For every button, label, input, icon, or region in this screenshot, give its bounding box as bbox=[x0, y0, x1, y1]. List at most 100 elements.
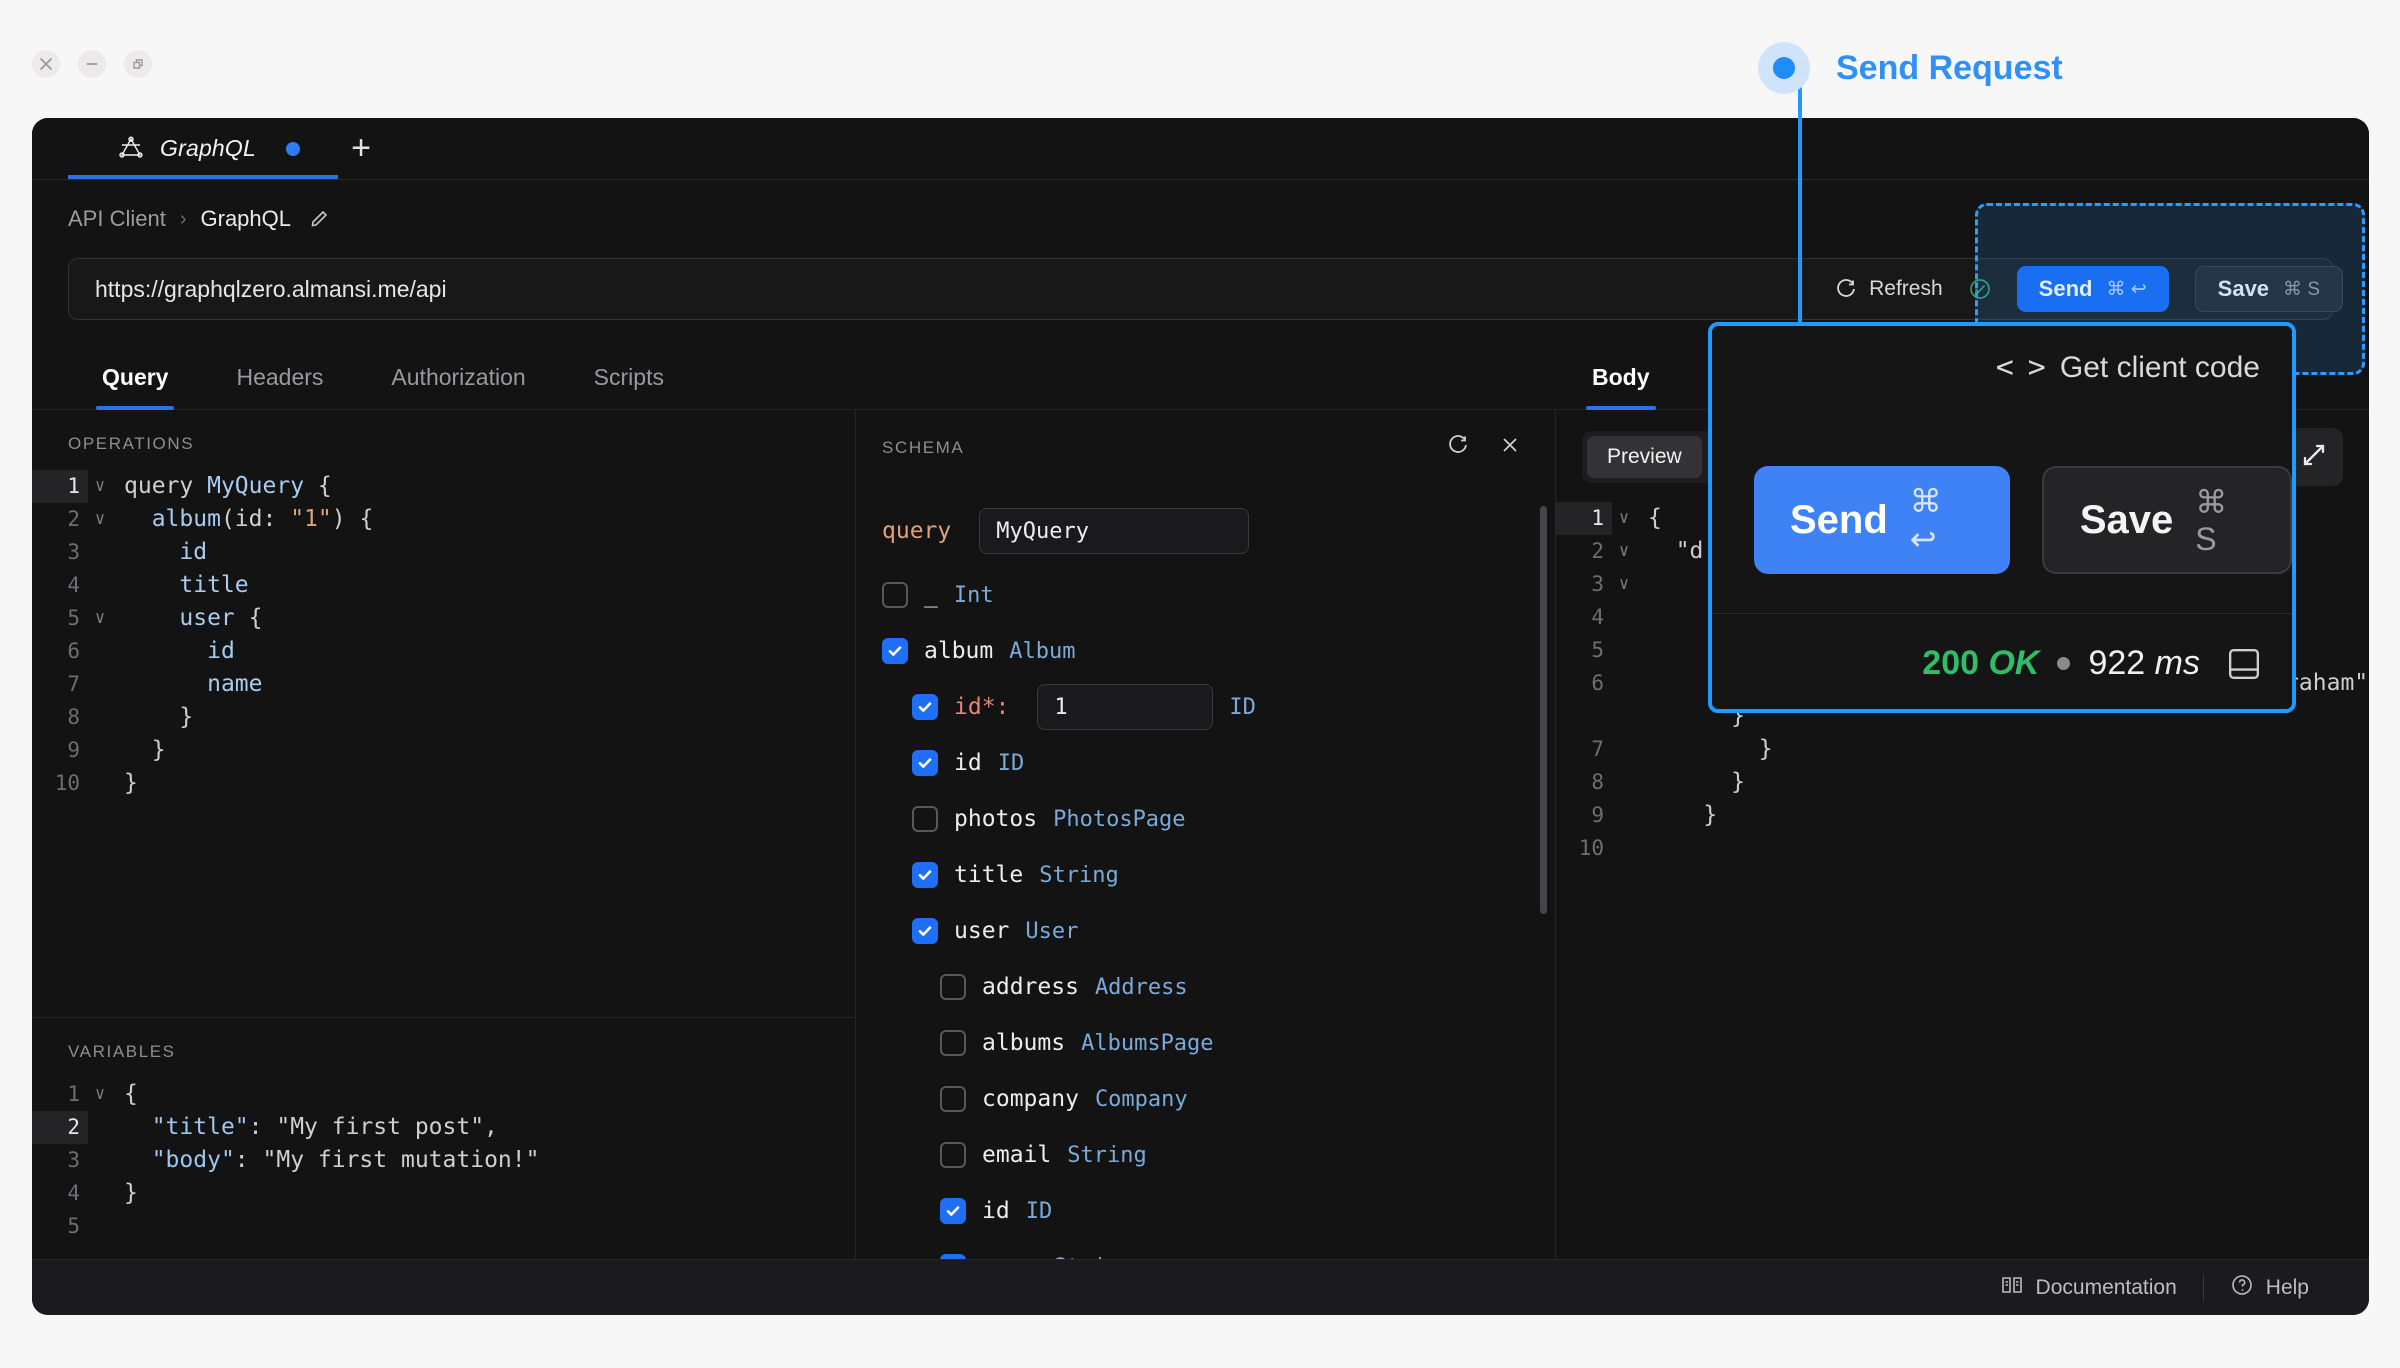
help-button[interactable]: Help bbox=[2204, 1273, 2335, 1303]
fold-toggle-icon[interactable] bbox=[88, 734, 112, 767]
fold-toggle-icon[interactable] bbox=[1612, 799, 1636, 832]
callout-save-label: Save bbox=[2079, 497, 2174, 542]
callout-send-button[interactable]: Send ⌘ ↩ bbox=[1754, 466, 2010, 574]
url-input[interactable]: https://graphqlzero.almansi.me/api bbox=[68, 258, 2333, 320]
fold-toggle-icon[interactable] bbox=[1612, 766, 1636, 799]
callout-save-button[interactable]: Save ⌘ S bbox=[2041, 466, 2292, 574]
tab-authorization[interactable]: Authorization bbox=[391, 364, 526, 390]
schema-field-input[interactable]: 1 bbox=[1037, 684, 1214, 730]
view-mode-preview[interactable]: Preview bbox=[1587, 436, 1702, 478]
fold-toggle-icon[interactable]: ∨ bbox=[1618, 508, 1630, 528]
refresh-label: Refresh bbox=[1869, 277, 1943, 300]
callout-send-label: Send bbox=[1790, 497, 1888, 542]
schema-field-name: id*: bbox=[954, 694, 1010, 720]
tab-query[interactable]: Query bbox=[68, 364, 202, 410]
schema-field-checkbox[interactable] bbox=[940, 974, 966, 1000]
fold-toggle-icon[interactable] bbox=[1612, 601, 1636, 634]
code-text: } bbox=[1648, 736, 1773, 762]
schema-field-checkbox[interactable] bbox=[940, 1030, 966, 1056]
fold-toggle-icon[interactable] bbox=[1612, 700, 1636, 733]
schema-close-icon[interactable] bbox=[1499, 434, 1521, 461]
tab-graphql[interactable]: GraphQL bbox=[92, 118, 326, 180]
code-line: 1∨query MyQuery { bbox=[32, 470, 855, 503]
fold-toggle-icon[interactable] bbox=[88, 536, 112, 569]
schema-field-name: album bbox=[924, 638, 994, 664]
fold-toggle-icon[interactable] bbox=[88, 569, 112, 602]
tab-body[interactable]: Body bbox=[1558, 364, 1684, 410]
fold-toggle-icon[interactable] bbox=[1612, 733, 1636, 766]
fold-toggle-icon[interactable] bbox=[88, 1144, 112, 1177]
pencil-icon[interactable] bbox=[309, 209, 329, 229]
save-label: Save bbox=[2217, 276, 2270, 301]
operations-editor[interactable]: 1∨query MyQuery {2∨ album(id: "1") {3 id… bbox=[32, 470, 855, 1018]
new-tab-button[interactable]: + bbox=[351, 129, 371, 167]
schema-scrollbar[interactable] bbox=[1540, 506, 1547, 914]
fold-toggle-icon[interactable] bbox=[88, 635, 112, 668]
documentation-button[interactable]: Documentation bbox=[1974, 1273, 2203, 1303]
breadcrumb-current[interactable]: GraphQL bbox=[200, 206, 292, 231]
breadcrumb-root[interactable]: API Client bbox=[68, 206, 166, 231]
tab-headers[interactable]: Headers bbox=[236, 364, 324, 390]
schema-field-checkbox[interactable] bbox=[940, 1198, 966, 1224]
schema-field-row[interactable]: _Int bbox=[882, 567, 1529, 623]
fold-toggle-icon[interactable]: ∨ bbox=[94, 608, 106, 628]
fold-toggle-icon[interactable] bbox=[88, 668, 112, 701]
fold-toggle-icon[interactable] bbox=[88, 1111, 112, 1144]
fold-toggle-icon[interactable] bbox=[1612, 667, 1636, 700]
code-brackets-icon: < > bbox=[1995, 350, 2046, 385]
fold-toggle-icon[interactable] bbox=[88, 1210, 112, 1243]
schema-field-checkbox[interactable] bbox=[940, 1086, 966, 1112]
schema-field-type: ID bbox=[997, 750, 1025, 776]
variables-editor[interactable]: 1∨{2 "title": "My first post",3 "body": … bbox=[32, 1078, 855, 1243]
fold-toggle-icon[interactable]: ∨ bbox=[94, 509, 106, 529]
schema-field-checkbox[interactable] bbox=[912, 806, 938, 832]
schema-field-checkbox[interactable] bbox=[912, 862, 938, 888]
code-line: 2∨ "d bbox=[1556, 535, 2369, 568]
operation-name-input[interactable]: MyQuery bbox=[979, 508, 1250, 554]
fold-toggle-icon[interactable]: ∨ bbox=[1618, 574, 1630, 594]
schema-field-checkbox[interactable] bbox=[912, 918, 938, 944]
annotation-label: Send Request bbox=[1836, 48, 2063, 87]
fold-toggle-icon[interactable] bbox=[88, 767, 112, 800]
send-button[interactable]: Send ⌘ ↩ bbox=[2016, 266, 2169, 312]
schema-field-checkbox[interactable] bbox=[882, 638, 908, 664]
callout-panel-icon[interactable] bbox=[2226, 646, 2262, 682]
tab-scripts[interactable]: Scripts bbox=[593, 364, 664, 390]
fold-toggle-icon[interactable] bbox=[88, 701, 112, 734]
fold-toggle-icon[interactable] bbox=[88, 1177, 112, 1210]
close-icon[interactable] bbox=[32, 50, 60, 78]
refresh-button[interactable]: Refresh bbox=[1835, 277, 1943, 301]
maximize-icon[interactable] bbox=[124, 50, 152, 78]
schema-field-checkbox[interactable] bbox=[882, 582, 908, 608]
fold-toggle-icon[interactable]: ∨ bbox=[94, 476, 106, 496]
code-text: title bbox=[179, 572, 249, 598]
schema-field-name: title bbox=[954, 862, 1024, 888]
get-client-code-button[interactable]: < > Get client code bbox=[1996, 350, 2260, 385]
fold-toggle-icon[interactable] bbox=[1612, 634, 1636, 667]
fold-toggle-icon[interactable] bbox=[1612, 832, 1636, 865]
minimize-icon[interactable] bbox=[78, 50, 106, 78]
schema-field-checkbox[interactable] bbox=[940, 1142, 966, 1168]
schema-refresh-icon[interactable] bbox=[1447, 434, 1469, 461]
code-line: 8 } bbox=[1556, 766, 2369, 799]
callout-status-row: 200 OK 922 ms bbox=[1712, 613, 2292, 709]
schema-field-checkbox[interactable] bbox=[912, 694, 938, 720]
code-line: 10} bbox=[32, 767, 855, 800]
fold-toggle-icon[interactable]: ∨ bbox=[1618, 541, 1630, 561]
schema-field-checkbox[interactable] bbox=[912, 750, 938, 776]
schema-field-name: company bbox=[982, 1086, 1079, 1112]
code-text bbox=[1636, 634, 1648, 667]
save-button[interactable]: Save ⌘ S bbox=[2194, 266, 2343, 312]
fold-toggle-icon[interactable]: ∨ bbox=[94, 1084, 106, 1104]
